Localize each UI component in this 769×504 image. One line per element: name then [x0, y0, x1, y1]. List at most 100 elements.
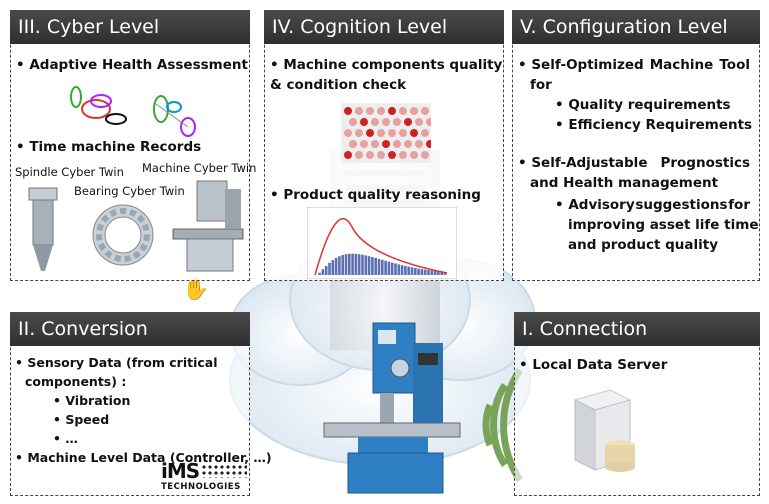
hex-cell — [388, 151, 396, 159]
hex-cell — [344, 129, 352, 137]
text-for-2: for — [728, 197, 750, 213]
sub-vibration: • Vibration — [53, 393, 131, 408]
hist-bar — [354, 253, 358, 275]
hex-cell — [415, 140, 423, 148]
hex-cell — [371, 118, 379, 126]
hex-cell — [404, 118, 412, 126]
hist-bar — [437, 271, 440, 275]
hist-bar — [390, 262, 394, 275]
hex-cell — [382, 140, 390, 148]
hex-cell — [371, 140, 379, 148]
hex-cell — [415, 118, 423, 126]
bullet-product-quality: • Product quality reasoning — [270, 187, 481, 203]
ims-logo: iMS TECHNOLOGIES — [161, 459, 249, 493]
cognition-level-panel: IV. Cognition Level • Machine components… — [264, 10, 504, 281]
hexagon-heatmap-image — [341, 103, 431, 163]
hist-bar — [318, 272, 321, 275]
hex-cell — [399, 107, 407, 115]
hist-bar — [334, 257, 338, 275]
panel-title: IV. Cognition Level — [264, 10, 504, 44]
hex-cell — [393, 140, 401, 148]
ims-logo-subtitle: TECHNOLOGIES — [161, 482, 241, 492]
hex-cell — [360, 140, 368, 148]
hand-pointer-icon: ✋ — [182, 277, 210, 302]
hist-bar — [374, 257, 377, 275]
hist-bar — [430, 270, 434, 275]
sub-efficiency-requirements: • Efficiency Requirements — [555, 117, 753, 133]
text-for: for — [530, 77, 552, 93]
hex-cell — [388, 129, 396, 137]
text-improving-asset: improving asset life time — [568, 217, 759, 233]
hist-bar — [331, 260, 335, 275]
hex-cell — [404, 140, 412, 148]
connection-panel: I. Connection • Local Data Server — [514, 312, 760, 496]
hist-bar — [427, 270, 430, 275]
text-advisory: • Advisory — [555, 197, 635, 213]
bullet-components-quality-cont: & condition check — [270, 77, 407, 93]
hex-cell — [399, 129, 407, 137]
label-machine-twin: Machine Cyber Twin — [142, 161, 257, 175]
hist-bar — [433, 270, 437, 275]
hist-bar — [377, 258, 381, 275]
hex-cell — [410, 151, 418, 159]
text-prognostics: Prognostics — [660, 155, 750, 171]
hex-cell — [377, 129, 385, 137]
hex-cell — [366, 151, 374, 159]
label-spindle-twin: Spindle Cyber Twin — [15, 165, 124, 179]
ims-logo-dots — [201, 464, 247, 478]
hex-cell — [426, 140, 431, 148]
conversion-panel: II. Conversion • Sensory Data (from crit… — [10, 312, 272, 496]
hist-bar — [414, 267, 417, 275]
bullet-machine-level-data: • Machine Level Data (Controller, …) — [15, 450, 272, 465]
milling-machine-image — [323, 322, 461, 494]
hex-cell — [377, 107, 385, 115]
label-bearing-twin: Bearing Cyber Twin — [74, 184, 185, 198]
panel-title: V. Configuration Level — [512, 10, 760, 44]
bullet-self-optimized: • Self-Optimized Machine Tool — [518, 55, 750, 75]
hex-cell — [421, 129, 429, 137]
hex-cell — [426, 118, 431, 126]
hist-bar — [404, 265, 407, 275]
hist-bar — [381, 259, 384, 275]
hist-bar — [423, 269, 427, 275]
hex-cell — [421, 151, 429, 159]
hex-cell — [360, 118, 368, 126]
health-assessment-plot-image — [70, 86, 196, 137]
hex-cell — [366, 129, 374, 137]
ims-logo-name: iMS — [161, 459, 200, 483]
hist-bar — [410, 267, 414, 275]
bullet-sensory-data: • Sensory Data (from critical — [15, 355, 218, 370]
hex-cell — [410, 107, 418, 115]
bullet-local-data-server: • Local Data Server — [519, 357, 668, 373]
hist-bar — [400, 265, 404, 275]
bullet-self-adjustable: • Self-Adjustable Prognostics — [518, 153, 750, 173]
hist-bar — [384, 260, 387, 275]
text-product-quality: and product quality — [568, 237, 719, 253]
hist-bar — [387, 261, 391, 275]
wifi-signal-icon — [482, 367, 523, 483]
hist-bar — [371, 257, 374, 275]
bullet-time-machine: • Time machine Records — [16, 139, 202, 155]
hist-bar — [324, 265, 328, 275]
hist-bar — [351, 253, 354, 275]
hex-cell — [410, 129, 418, 137]
hex-cell — [399, 151, 407, 159]
hist-bar — [394, 263, 397, 275]
bearing-image — [92, 204, 154, 266]
hex-cell — [344, 107, 352, 115]
hist-bar — [338, 256, 341, 275]
hist-bar — [321, 269, 325, 275]
quality-distribution-plot-image — [307, 207, 457, 279]
hist-bar — [367, 256, 371, 275]
hex-cell — [349, 140, 357, 148]
hist-bar — [344, 254, 348, 275]
configuration-level-panel: V. Configuration Level • Self-Optimized … — [512, 10, 760, 281]
text-tool: Tool — [719, 57, 750, 73]
hex-cell — [382, 118, 390, 126]
hex-cell — [377, 151, 385, 159]
bullet-components-quality: • Machine components quality — [270, 57, 503, 73]
hist-bar — [420, 269, 424, 275]
hist-bar — [407, 266, 410, 275]
panel-title: III. Cyber Level — [10, 10, 250, 44]
hist-bar — [348, 253, 351, 275]
